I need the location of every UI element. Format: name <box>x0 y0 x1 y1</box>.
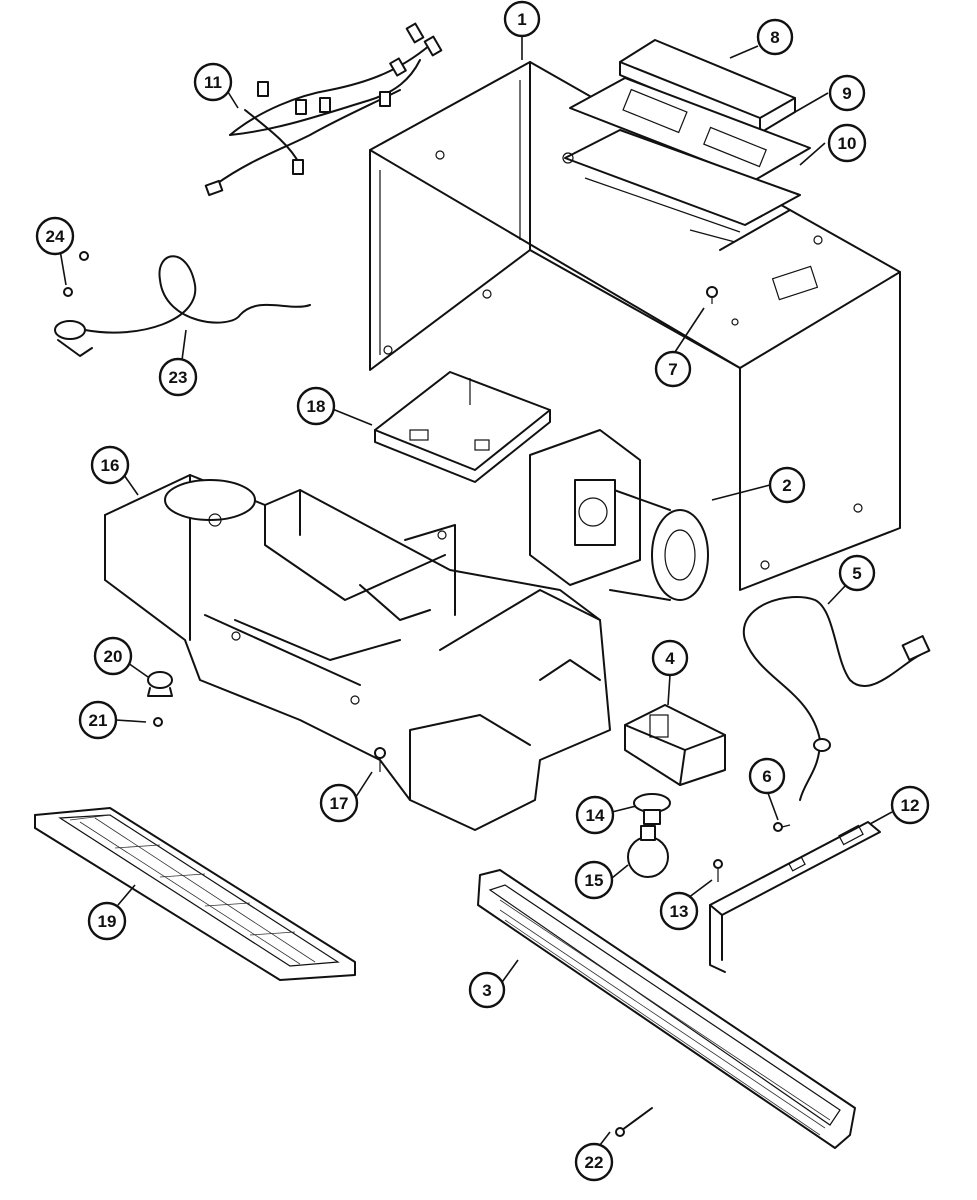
part-15-light-bulb <box>627 825 669 878</box>
callout-20: 20 <box>93 636 133 676</box>
callout-17: 17 <box>319 783 359 823</box>
part-3-front-grille <box>477 869 856 1149</box>
callout-15: 15 <box>574 860 614 900</box>
part-17-screw <box>374 747 386 772</box>
part-4-socket-housing <box>624 704 726 786</box>
part-19-grease-filter <box>34 807 356 981</box>
callout-label: 4 <box>665 649 675 668</box>
part-21-screw <box>153 717 163 727</box>
callout-label: 14 <box>586 806 605 825</box>
callout-9: 9 <box>828 74 866 112</box>
part-13-screw <box>713 859 723 882</box>
part-22-screw <box>615 1107 653 1137</box>
callout-label: 15 <box>585 871 604 890</box>
part-7-screw <box>706 286 718 304</box>
part-2-blower-motor <box>529 429 709 601</box>
callout-label: 8 <box>770 28 779 47</box>
leader-lines <box>59 37 893 1146</box>
callout-6: 6 <box>748 757 786 795</box>
callout-11: 11 <box>193 62 233 102</box>
part-20-thermostat <box>147 671 173 697</box>
callout-18: 18 <box>296 386 336 426</box>
callout-1: 1 <box>503 0 541 38</box>
callout-label: 7 <box>668 360 677 379</box>
part-11-wire-harness <box>204 22 443 197</box>
callout-14: 14 <box>575 795 615 835</box>
callout-7: 7 <box>654 350 692 388</box>
callout-21: 21 <box>78 700 118 740</box>
part-14-lamp-socket <box>633 793 671 825</box>
callout-16: 16 <box>90 445 130 485</box>
callout-label: 2 <box>782 476 791 495</box>
part-6-screw <box>773 822 791 832</box>
callout-label: 20 <box>104 647 123 666</box>
callout-label: 24 <box>46 227 65 246</box>
callout-label: 3 <box>482 981 491 1000</box>
callout-10: 10 <box>827 123 867 163</box>
callout-label: 23 <box>169 368 188 387</box>
callout-label: 22 <box>585 1153 604 1172</box>
callout-label: 11 <box>204 73 222 92</box>
callout-19: 19 <box>87 901 127 941</box>
callout-label: 16 <box>101 456 120 475</box>
callout-label: 12 <box>901 796 920 815</box>
callout-label: 13 <box>670 902 689 921</box>
part-12-bracket <box>709 821 881 973</box>
callout-4: 4 <box>651 639 689 677</box>
part-18-bracket <box>374 371 551 483</box>
callout-label: 6 <box>762 767 771 786</box>
part-23-thermal-sensor-wire <box>54 255 311 357</box>
callout-label: 21 <box>89 711 108 730</box>
callout-2: 2 <box>768 466 806 504</box>
part-16-base-pan <box>104 474 611 831</box>
callout-12: 12 <box>890 785 930 825</box>
callout-label: 19 <box>98 912 117 931</box>
callout-label: 18 <box>307 397 326 416</box>
callout-label: 1 <box>517 10 526 29</box>
part-24-screw <box>63 251 89 297</box>
callout-label: 10 <box>838 134 857 153</box>
callout-24: 24 <box>35 216 75 256</box>
callout-5: 5 <box>838 554 876 592</box>
callout-13: 13 <box>659 891 699 931</box>
callout-8: 8 <box>756 18 794 56</box>
callout-22: 22 <box>574 1142 614 1182</box>
callout-label: 9 <box>842 84 851 103</box>
callout-label: 5 <box>852 564 861 583</box>
callout-3: 3 <box>468 971 506 1009</box>
callout-23: 23 <box>158 357 198 397</box>
callout-label: 17 <box>330 794 349 813</box>
part-10-panel <box>562 129 801 243</box>
part-1-cabinet <box>369 61 901 591</box>
part-5-power-cord <box>742 595 931 801</box>
